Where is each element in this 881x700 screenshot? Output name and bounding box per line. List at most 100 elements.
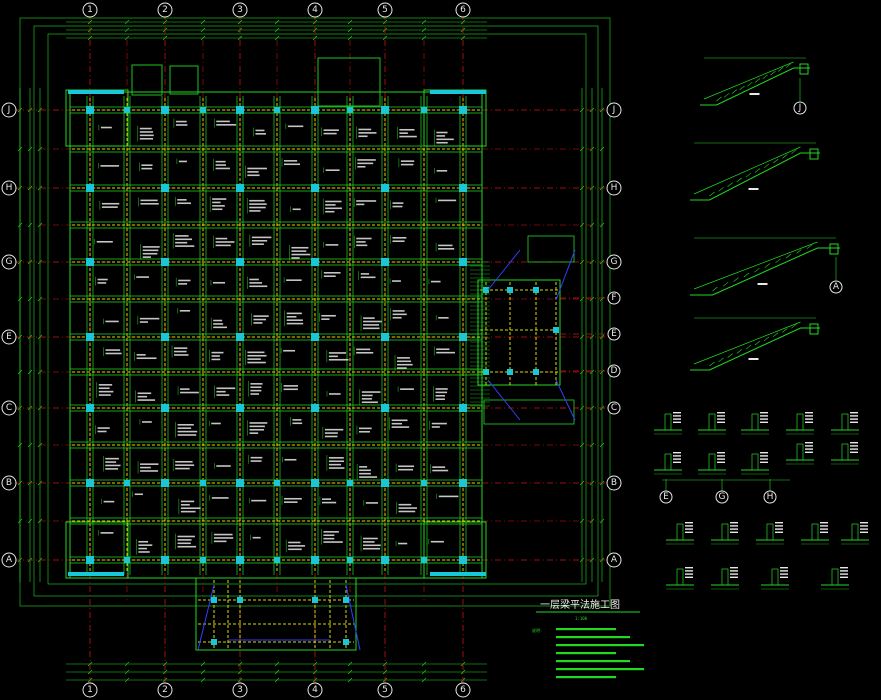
landing-beam [809,323,819,335]
beam-annotation-mark [400,388,414,390]
beam-annotation-mark [215,244,231,247]
stair-step [709,361,715,367]
annex-column [533,287,539,293]
beam-annotation-mark [142,256,151,258]
section-beam-web [766,523,774,541]
bubble-label: J [612,105,616,115]
section-note-mark [730,525,738,527]
beam-annotation-mark [139,137,154,140]
beam-annotation-mark [324,435,338,438]
beam-annotation-mark [253,315,269,317]
column [124,480,130,486]
dimension-frame [33,25,599,597]
section-note-mark [860,525,868,527]
column [347,107,353,113]
bubble-circle [307,2,323,18]
beam-annotation-mark [96,240,113,243]
beam-annotation-mark [140,202,159,205]
column [86,479,94,487]
beam-annotation-mark [328,463,342,466]
section-note-mark [717,452,725,454]
column-grid-bubble: 4 [307,2,323,18]
beam-annotation-mark [138,547,147,550]
column [459,106,467,114]
note-line-mark [556,628,616,631]
beam-annotation-mark [180,510,196,513]
bubble-circle [232,2,248,18]
dimension-tick [27,518,33,524]
beam-annotation-mark [141,167,153,170]
beam-annotation-mark [100,165,119,167]
beam-annotation-mark [247,358,261,360]
annex-bubble-label: F [611,293,616,303]
stair-step [763,163,770,169]
section-note-mark [805,418,813,420]
section-label-mark [748,358,759,360]
beam-annotation-mark [212,205,225,207]
section-beam-web [676,523,684,541]
section-note-mark [820,522,828,524]
column [311,479,319,487]
beam-annotation-mark [177,427,192,429]
beam-annotation-mark [328,457,344,459]
column [274,480,280,486]
section-bubble-label: A [833,282,840,292]
stair-step [777,67,784,72]
column [236,556,244,564]
beam-annotation-mark [436,138,454,141]
beam-annotation-mark [328,355,338,358]
landing-beam [799,63,809,75]
beam-annotation-mark [436,351,456,354]
beam-annotation-mark [356,203,365,206]
section-beam-web [751,413,759,431]
dimension-tick [274,27,280,33]
corner-bay [423,521,487,579]
bubble-circle [1,102,17,118]
dimension-tick [421,35,427,41]
column [421,480,427,486]
dimension-tick [17,296,23,302]
column [200,480,206,486]
beam-annotation-mark [249,203,267,205]
bubble-label: 2 [162,5,168,15]
landing-beam [809,148,819,160]
beam-annotation-mark [253,318,267,321]
dimension-tick [17,222,23,228]
column [311,184,319,192]
column [200,107,206,113]
beam-annotation-mark [323,537,335,540]
row-grid-bubble: H [1,180,17,196]
beam-annotation-mark [139,134,154,137]
beam-annotation-mark [249,199,265,202]
beam-annotation-mark [105,468,119,470]
row-grid-bubble: G [606,254,622,270]
beam-annotation-mark [325,244,339,246]
roof-protrusion [169,65,199,95]
dimension-tick [382,669,388,675]
column-grid-bubble: 6 [455,682,471,698]
note-line-mark [556,652,616,655]
section-note-mark [850,442,858,444]
column [421,557,427,563]
stair-column [237,597,243,603]
beam-section [666,522,694,545]
bubble-label: 1 [87,685,93,695]
dimension-tick [347,19,353,25]
corner-bay [423,89,487,147]
beam-annotation-mark [212,208,223,211]
section-note-mark [780,573,788,575]
beam-annotation-mark [175,460,193,463]
beam-annotation-mark [321,318,330,320]
column [459,333,467,341]
beam-annotation-mark [213,319,223,322]
stair-step [722,282,729,287]
beam-annotation-mark [283,163,301,166]
beam-annotation-mark [215,241,235,243]
beam-annotation-mark [435,391,448,394]
beam-annotation-mark [100,126,112,129]
section-note-mark [717,455,725,457]
stair-step [718,357,724,363]
annex-column [507,287,513,293]
beam-annotation-mark [363,317,375,319]
beam-annotation-mark [211,497,229,499]
